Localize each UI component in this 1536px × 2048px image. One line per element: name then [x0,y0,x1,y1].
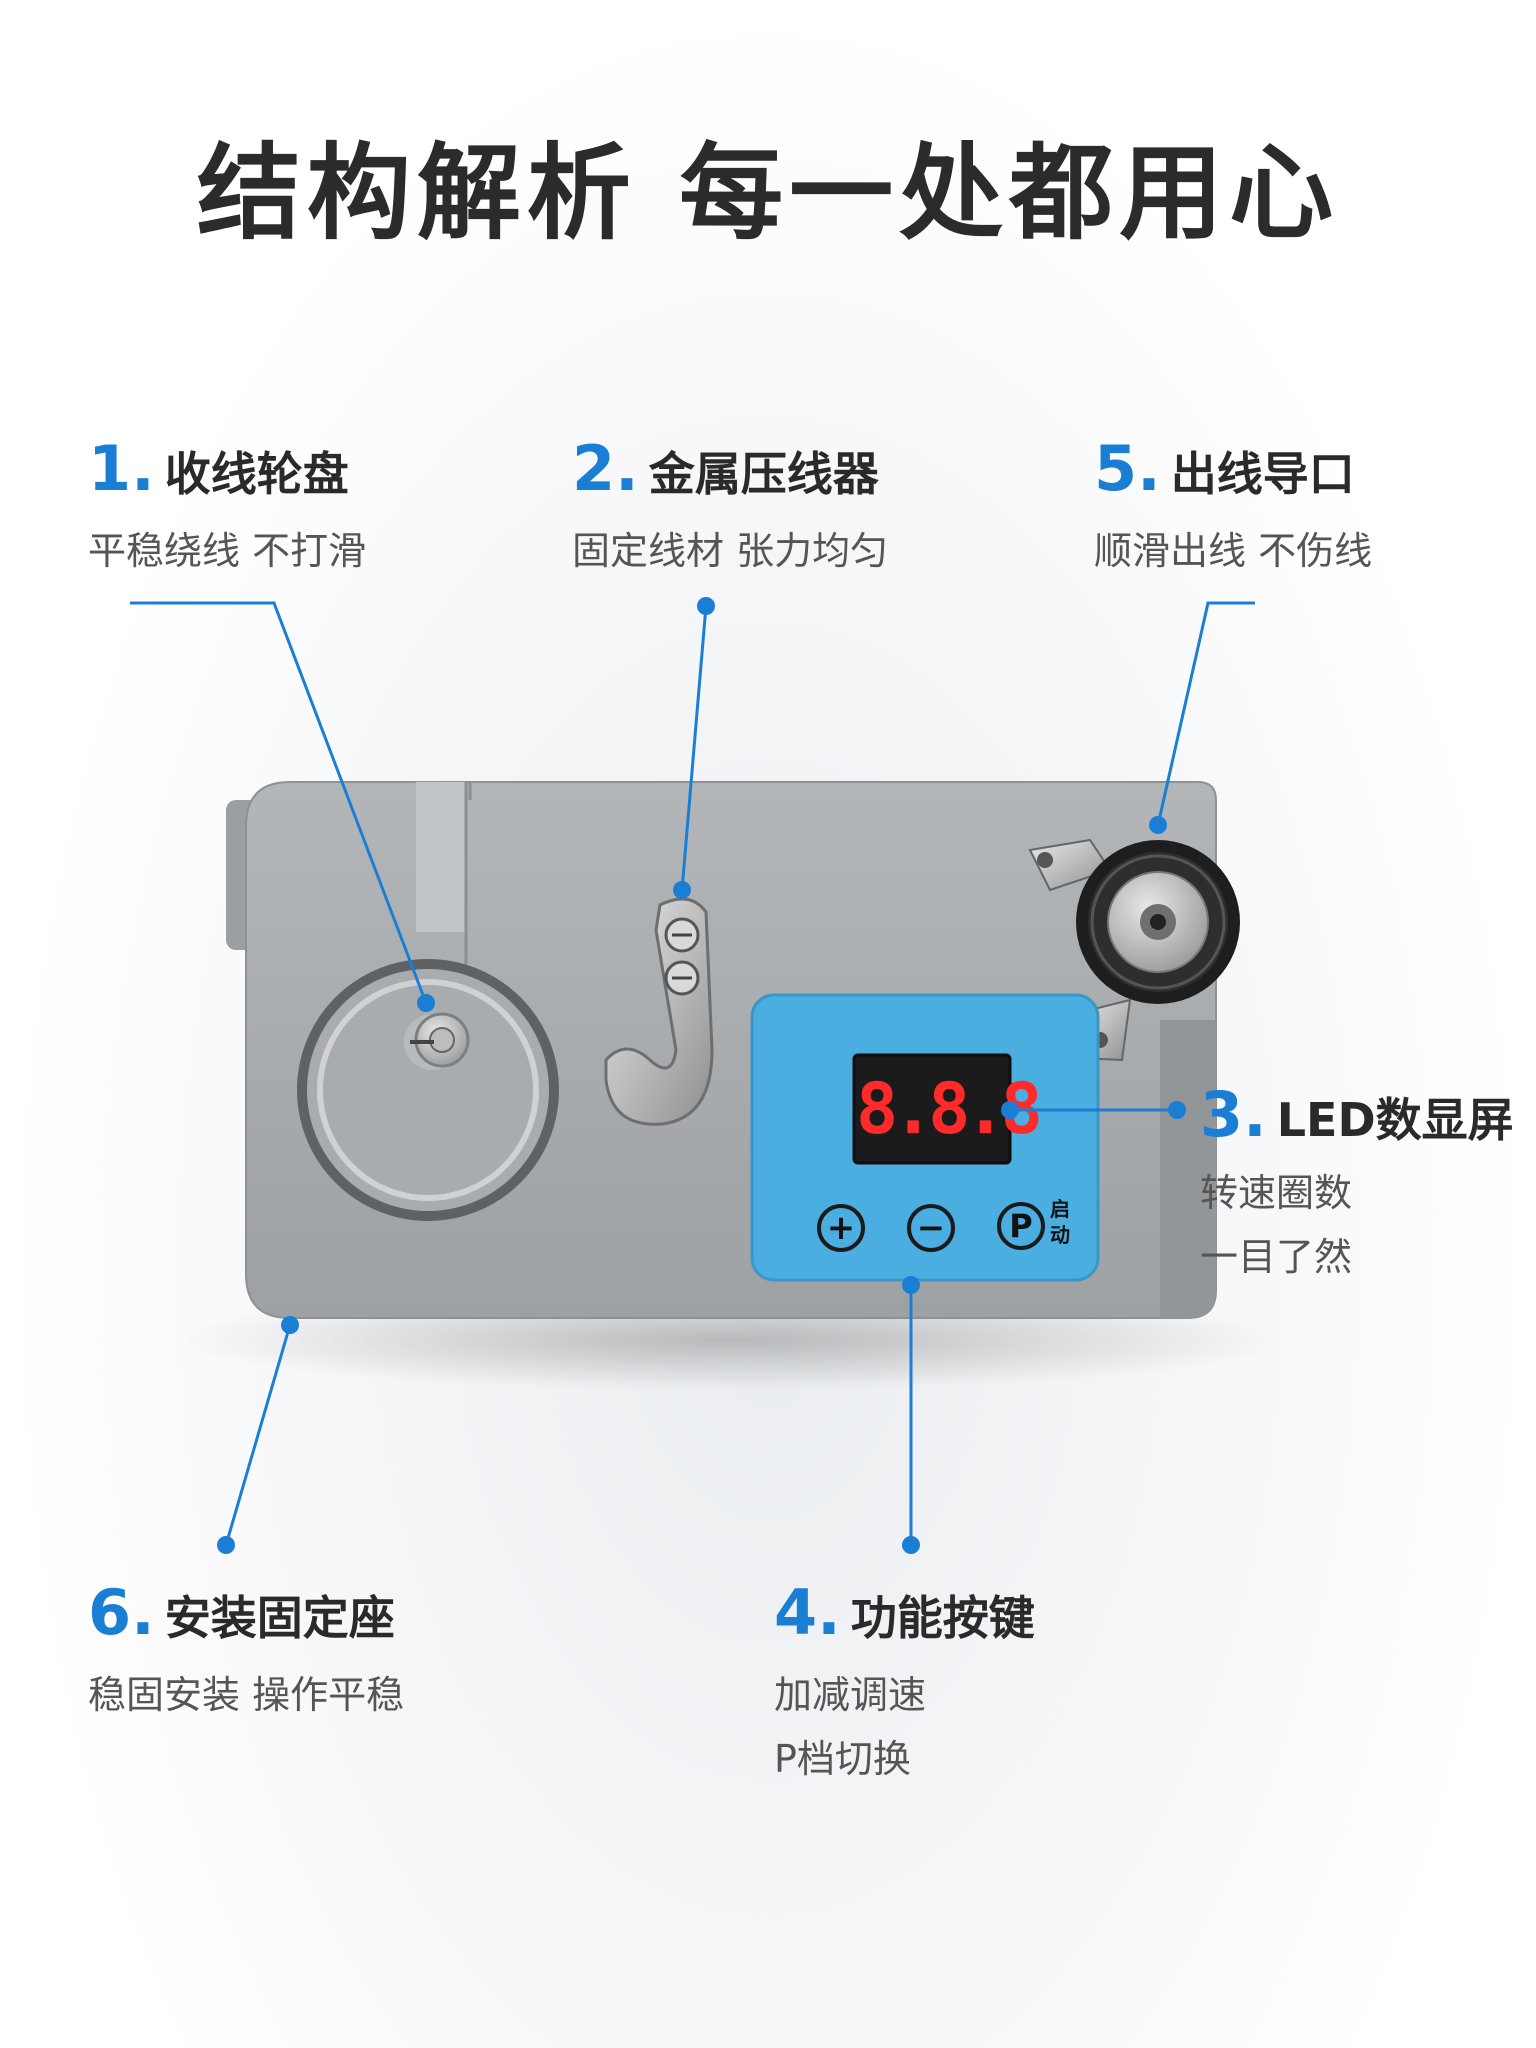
minus-button[interactable]: − [916,1208,946,1248]
callout-metal-presser: 2. 金属压线器 固定线材 张力均匀 [572,432,888,583]
page-title: 结构解析 每一处都用心 [196,132,1340,254]
p-button[interactable]: P [1009,1207,1033,1245]
callout-mounting-base: 6. 安装固定座 稳固安装 操作平稳 [88,1576,404,1727]
callout-label: 出线导口 [1170,447,1355,501]
callout-function-buttons: 4. 功能按键 加减调速 P档切换 [774,1576,1035,1791]
callout-description-line: 一目了然 [1200,1235,1353,1279]
callout-take-up-reel: 1. 收线轮盘 平稳绕线 不打滑 [88,432,366,583]
callout-number: 6. [88,1576,155,1649]
callout-number: 4. [774,1576,841,1649]
callout-wire-outlet: 5. 出线导口 顺滑出线 不伤线 [1094,432,1372,583]
callout-description-line: 转速圈数 [1200,1171,1353,1215]
callout-number: 1. [88,432,155,505]
callout-description: 稳固安装 操作平稳 [88,1673,405,1717]
callout-led-display: 3. LED数显屏 转速圈数 一目了然 [1200,1078,1514,1289]
callout-description-line: 加减调速 [774,1673,927,1717]
callout-label: 功能按键 [850,1591,1035,1645]
callout-description-line: P档切换 [774,1737,911,1781]
plus-button[interactable]: + [826,1208,856,1248]
callout-description: 顺滑出线 不伤线 [1094,529,1373,573]
callout-label: 收线轮盘 [164,447,349,501]
callout-label: LED数显屏 [1276,1093,1514,1147]
callout-number: 2. [572,432,639,505]
callout-number: 5. [1094,432,1161,505]
callout-label: 金属压线器 [648,447,879,501]
start-label: 启动 [1050,1197,1070,1247]
callout-number: 3. [1200,1078,1267,1151]
callout-label: 安装固定座 [164,1591,395,1645]
callout-description: 平稳绕线 不打滑 [88,529,367,573]
callout-description: 固定线材 张力均匀 [572,529,889,573]
